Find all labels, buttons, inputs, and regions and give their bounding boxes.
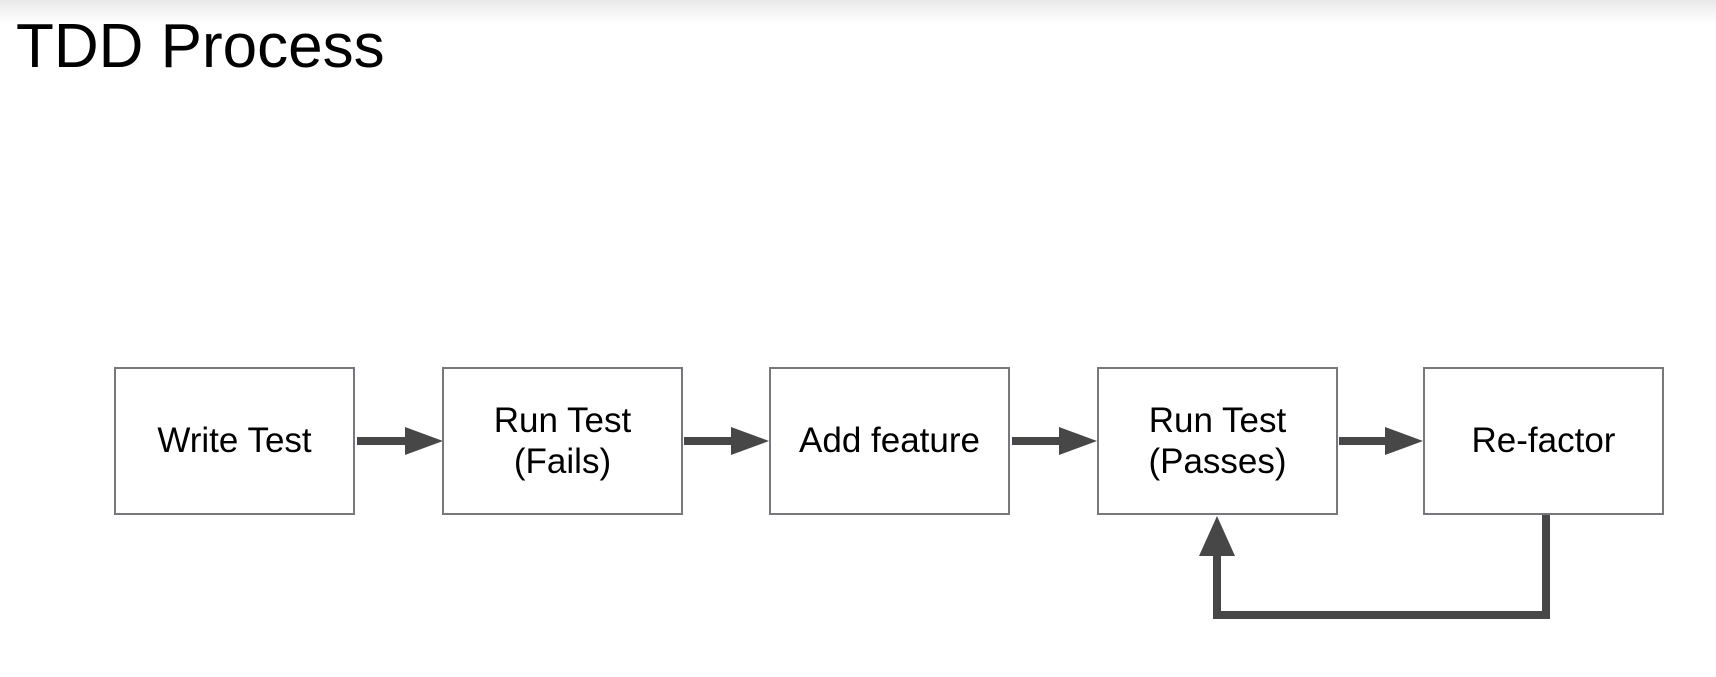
node-label: Re-factor xyxy=(1471,421,1616,461)
node-write-test[interactable]: Write Test xyxy=(114,367,355,515)
arrow-write-test-to-run-test-fails xyxy=(357,427,443,455)
node-run-test-fails[interactable]: Run Test (Fails) xyxy=(442,367,683,515)
node-label: Run Test (Fails) xyxy=(493,400,632,481)
node-run-test-passes[interactable]: Run Test (Passes) xyxy=(1097,367,1338,515)
page-title: TDD Process xyxy=(16,12,385,81)
arrow-run-test-fails-to-add-feature xyxy=(684,427,769,455)
node-label: Add feature xyxy=(799,421,980,461)
arrow-run-test-passes-to-re-factor xyxy=(1339,427,1423,455)
node-add-feature[interactable]: Add feature xyxy=(769,367,1010,515)
arrow-re-factor-feedback-loop xyxy=(1199,515,1550,619)
node-re-factor[interactable]: Re-factor xyxy=(1423,367,1664,515)
node-label: Run Test (Passes) xyxy=(1148,400,1287,481)
arrow-add-feature-to-run-test-passes xyxy=(1012,427,1097,455)
node-label: Write Test xyxy=(157,421,312,461)
